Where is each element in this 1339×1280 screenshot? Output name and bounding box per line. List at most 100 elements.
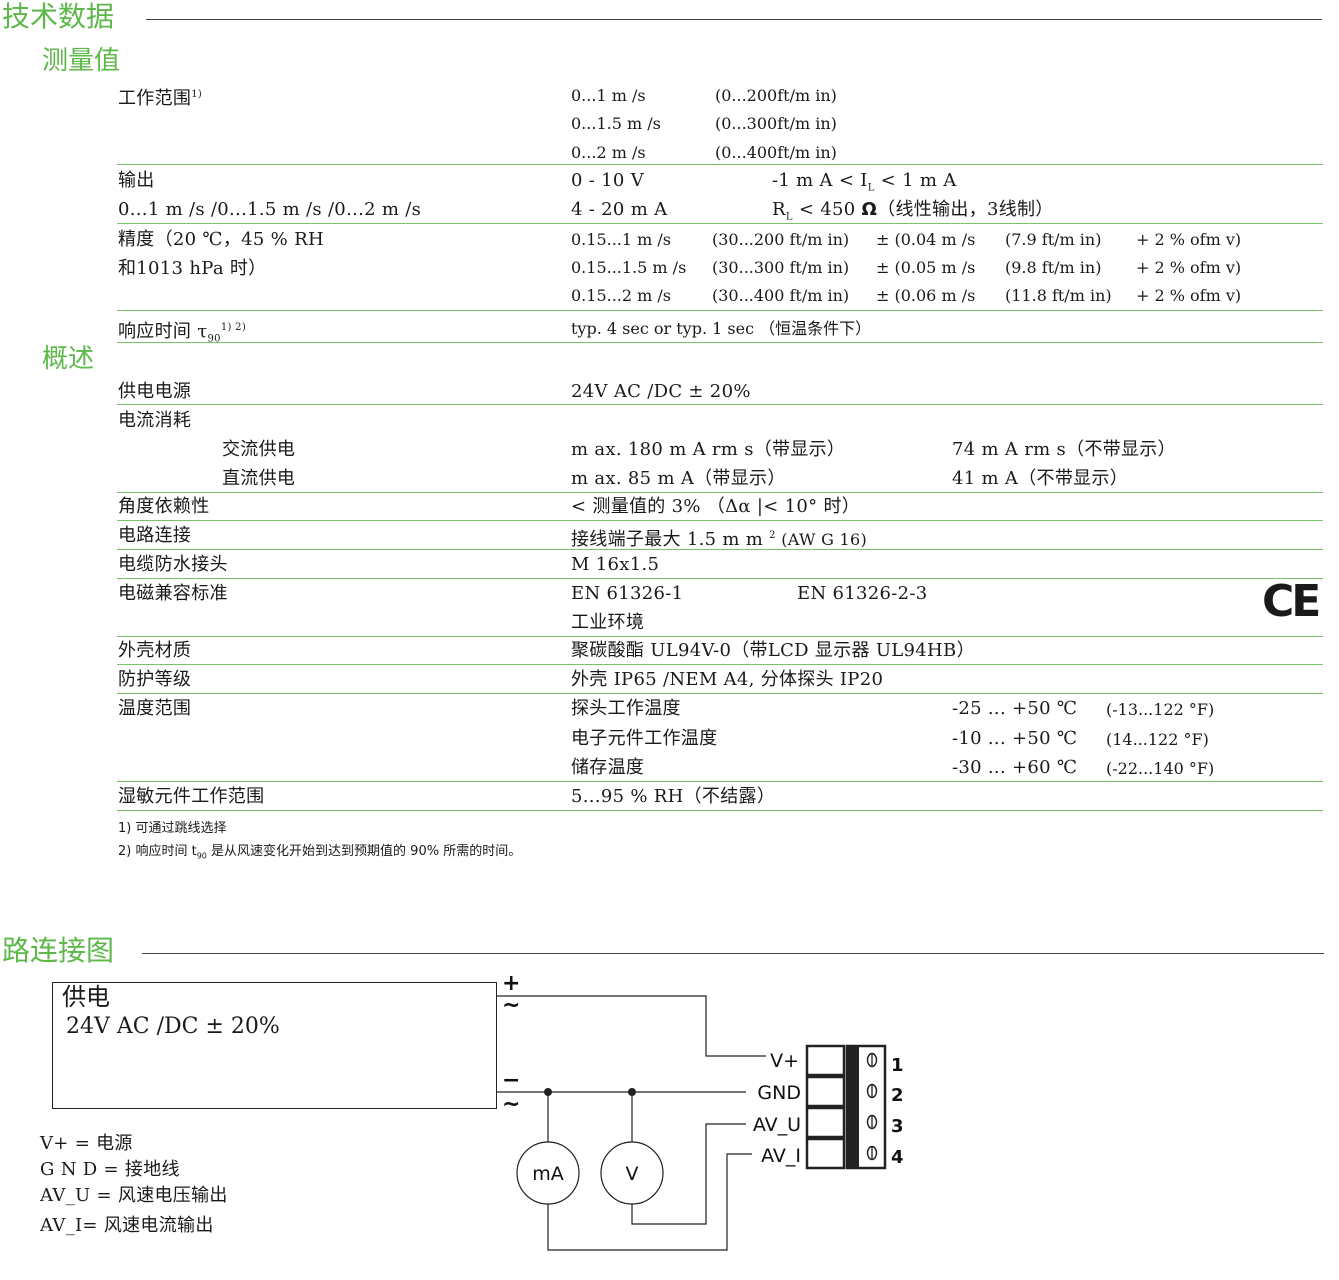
- working-range-imperial: (0...200ft/m in): [715, 86, 837, 105]
- emc-environment: 工业环境: [571, 612, 645, 633]
- section-title-wiring: 路连接图: [2, 934, 115, 967]
- output-voltage-range: 0 - 10 V: [571, 170, 645, 191]
- accuracy-range: 0.15...1.5 m /s: [571, 258, 687, 277]
- row-divider: [117, 404, 1323, 405]
- output-label: 输出: [118, 170, 155, 191]
- terminal-slot-4: [805, 1137, 846, 1170]
- output-current-condition: RL < 450 Ω（线性输出，3线制）: [772, 199, 1054, 223]
- temperature-item: 探头工作温度: [571, 698, 681, 719]
- accuracy-range-imperial: (30...300 ft/m in): [712, 258, 850, 277]
- subsection-general: 概述: [42, 344, 95, 374]
- section-title-tech-data: 技术数据: [2, 0, 115, 33]
- temperature-range-label: 温度范围: [118, 698, 192, 719]
- current-consumption-label: 电流消耗: [118, 410, 192, 431]
- emc-label: 电磁兼容标准: [118, 583, 228, 604]
- power-supply-box: [52, 982, 497, 1109]
- row-divider: [117, 223, 1323, 224]
- temperature-value: -10 ... +50 ℃: [952, 728, 1078, 749]
- tilde-sign: ~: [502, 1092, 520, 1117]
- wire-avi: [547, 1153, 752, 1251]
- temperature-value: -25 ... +50 ℃: [952, 698, 1078, 719]
- accuracy-range: 0.15...1 m /s: [571, 230, 672, 249]
- supply-value: 24V AC /DC ± 20%: [571, 381, 751, 402]
- row-divider: [117, 578, 1323, 579]
- humidity-range-label: 湿敏元件工作范围: [118, 786, 265, 807]
- subsection-measured-values: 测量值: [42, 46, 121, 76]
- accuracy-percent: + 2 % ofm v): [1136, 230, 1242, 249]
- accuracy-label: 精度（20 ℃，45 % RH: [118, 229, 324, 250]
- accuracy-percent: + 2 % ofm v): [1136, 286, 1242, 305]
- accuracy-tolerance: ± (0.06 m /s: [876, 286, 976, 305]
- output-voltage-condition: -1 m A < IL < 1 m A: [772, 170, 957, 194]
- cable-gland-label: 电缆防水接头: [118, 554, 228, 575]
- row-divider: [117, 664, 1323, 665]
- housing-material-value: 聚碳酸酯 UL94V-0（带LCD 显示器 UL94HB）: [571, 640, 975, 661]
- temperature-imperial: (14...122 °F): [1106, 730, 1209, 749]
- temperature-value: -30 ... +60 ℃: [952, 757, 1078, 778]
- terminal-number: 1: [891, 1055, 904, 1076]
- row-divider: [117, 549, 1323, 550]
- dc-supply-value-no-display: 41 m A（不带显示）: [952, 468, 1129, 489]
- temperature-imperial: (-13...122 °F): [1106, 700, 1215, 719]
- terminal-label-avi: AV_I: [761, 1145, 801, 1167]
- wire-vplus: [497, 995, 766, 1057]
- terminal-number: 2: [891, 1085, 904, 1106]
- voltmeter-label: V: [626, 1163, 639, 1185]
- junction-dot: [628, 1088, 636, 1096]
- legend-item: G N D = 接地线: [40, 1159, 180, 1180]
- emc-standard-1: EN 61326-1: [571, 583, 684, 604]
- plus-sign: +: [502, 971, 520, 996]
- working-range-label: 工作范围1): [118, 88, 203, 109]
- humidity-range-value: 5...95 % RH（不结露）: [571, 786, 776, 807]
- protection-class-value: 外壳 IP65 /NEM A4, 分体探头 IP20: [571, 669, 884, 690]
- working-range-value: 0...1 m /s: [571, 86, 646, 105]
- footnote-2: 2) 响应时间 t90 是从风速变化开始到达到预期值的 90% 所需的时间。: [118, 844, 522, 861]
- accuracy-tolerance-imperial: (11.8 ft/m in): [1005, 286, 1112, 305]
- row-divider: [117, 492, 1323, 493]
- ac-supply-value-no-display: 74 m A rm s（不带显示）: [952, 439, 1176, 460]
- row-divider: [117, 310, 1323, 311]
- working-range-imperial: (0...300ft/m in): [715, 114, 837, 133]
- ammeter-icon: [516, 1141, 580, 1205]
- electrical-connection-label: 电路连接: [118, 525, 192, 546]
- terminal-label-vplus: V+: [770, 1050, 799, 1072]
- electrical-connection-value: 接线端子最大 1.5 m m 2 (AW G 16): [571, 529, 868, 550]
- footnote-1: 1) 可通过跳线选择: [118, 821, 227, 836]
- angle-dependency-value: < 测量值的 3% （Δα |< 10° 时）: [571, 496, 861, 517]
- minus-sign: −: [502, 1068, 520, 1093]
- terminal-slot-3: [805, 1106, 846, 1139]
- accuracy-tolerance: ± (0.05 m /s: [876, 258, 976, 277]
- terminal-number: 3: [891, 1116, 904, 1137]
- angle-dependency-label: 角度依赖性: [118, 496, 210, 517]
- row-divider: [117, 520, 1323, 521]
- wiring-diagram: + ~ − ~ V+ GND AV_U AV_I 1 2 3 4 mA V: [497, 971, 904, 1251]
- accuracy-tolerance-imperial: (7.9 ft/m in): [1005, 230, 1102, 249]
- accuracy-range: 0.15...2 m /s: [571, 286, 672, 305]
- accuracy-label-2: 和1013 hPa 时）: [118, 258, 267, 279]
- output-current-range: 4 - 20 m A: [571, 199, 668, 220]
- terminal-slot-1: [805, 1044, 846, 1077]
- accuracy-percent: + 2 % ofm v): [1136, 258, 1242, 277]
- row-divider: [117, 636, 1323, 637]
- ce-mark-icon: CE: [1262, 576, 1321, 627]
- temperature-item: 电子元件工作温度: [571, 728, 718, 749]
- protection-class-label: 防护等级: [118, 669, 192, 690]
- power-supply-value: 24V AC /DC ± 20%: [66, 1014, 280, 1039]
- terminal-block-strip: [847, 1046, 859, 1168]
- wire-avu: [631, 1123, 746, 1225]
- terminal-slot-2: [805, 1075, 846, 1108]
- row-divider: [117, 781, 1323, 782]
- row-divider: [117, 693, 1323, 694]
- ac-supply-value-display: m ax. 180 m A rm s（带显示）: [571, 439, 846, 460]
- power-supply-title: 供电: [62, 983, 110, 1011]
- response-time-value: typ. 4 sec or typ. 1 sec （恒温条件下）: [571, 319, 872, 338]
- junction-dot: [544, 1088, 552, 1096]
- terminal-number: 4: [891, 1147, 904, 1168]
- cable-gland-value: M 16x1.5: [571, 554, 660, 575]
- dc-supply-label: 直流供电: [222, 468, 296, 489]
- legend-item: V+ = 电源: [40, 1133, 133, 1154]
- section-divider: [146, 19, 1322, 20]
- legend-item: AV_I= 风速电流输出: [40, 1215, 214, 1236]
- output-range-label: 0...1 m /s /0...1.5 m /s /0...2 m /s: [118, 199, 422, 220]
- terminal-label-avu: AV_U: [753, 1114, 801, 1136]
